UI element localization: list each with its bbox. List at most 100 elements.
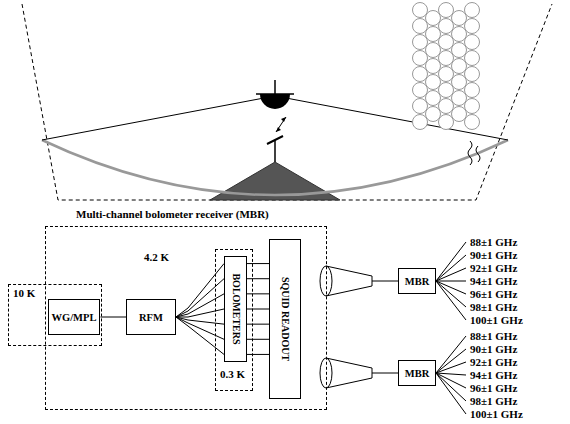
fan-line: [436, 373, 466, 414]
bolometer-box: BOLOMETERS: [224, 256, 247, 362]
secondary-mirror: [260, 94, 290, 109]
horn-circle: [452, 75, 467, 90]
primary-mirror: [42, 140, 508, 195]
horn-circle: [426, 43, 441, 58]
receiver-box: MBR: [398, 360, 436, 386]
horn-circle: [413, 67, 428, 82]
horn-circle: [465, 35, 480, 50]
cryo-stage-box: 10 K WG/MPL: [8, 284, 102, 346]
region-label: 10 K: [13, 287, 35, 300]
box-label: BOLOMETERS: [229, 273, 242, 344]
horn-circle: [465, 67, 480, 82]
mirror-post: [274, 140, 276, 162]
horn-circle: [439, 19, 454, 34]
feed-horn-array: [413, 3, 480, 130]
fan-line: [436, 281, 466, 320]
fan-line: [436, 349, 466, 373]
horn-circle: [413, 115, 428, 130]
box-label: WG/MPL: [52, 311, 97, 324]
box-label: SQUID READOUT: [279, 277, 292, 361]
horn-circle: [452, 27, 467, 42]
region-label: 0.3 K: [220, 368, 245, 381]
cryo-stage-box: 0.3 K BOLOMETERS: [215, 249, 253, 391]
fan-line: [436, 255, 466, 281]
horn-circle: [426, 107, 441, 122]
channel-frequency: 98±1 GHz: [470, 395, 517, 408]
box-label: MBR: [405, 367, 430, 380]
tilt-arrow: [276, 117, 286, 132]
channel-frequency: 94±1 GHz: [470, 369, 517, 382]
feed-wave: [468, 141, 480, 165]
horn-circle: [439, 83, 454, 98]
horn-circle: [439, 51, 454, 66]
fan-line: [436, 336, 466, 373]
horn-circle: [465, 115, 480, 130]
tertiary-mirror: [267, 136, 283, 144]
ray-line: [42, 98, 264, 140]
receiver-horn: [320, 358, 398, 388]
horn-circle: [413, 3, 428, 18]
horn-circle: [439, 115, 454, 130]
horn-circle: [439, 67, 454, 82]
signal-line: [176, 264, 224, 355]
horn-circle: [426, 75, 441, 90]
horn-circle: [426, 11, 441, 26]
channel-frequency: 98±1 GHz: [470, 301, 517, 314]
horn-circle: [413, 99, 428, 114]
horn-circle: [452, 43, 467, 58]
horn-circle: [465, 3, 480, 18]
secondary-support: [274, 80, 276, 94]
channel-frequency: 100±1 GHz: [470, 314, 523, 327]
signal-line: [247, 264, 269, 355]
horn-circle: [465, 99, 480, 114]
fan-line: [436, 281, 466, 307]
horn-circle: [452, 11, 467, 26]
channel-frequency: 88±1 GHz: [470, 330, 517, 343]
enclosure-outline: [22, 4, 552, 200]
filter-box: RFM: [126, 299, 176, 335]
channel-frequency: 94±1 GHz: [470, 275, 517, 288]
fan-line: [436, 242, 466, 281]
channel-frequency: 92±1 GHz: [470, 262, 517, 275]
horn-circle: [426, 27, 441, 42]
signal-line: [100, 317, 126, 318]
horn-circle: [465, 19, 480, 34]
horn-circle: [439, 35, 454, 50]
channel-frequency: 96±1 GHz: [470, 382, 517, 395]
fan-line: [436, 268, 466, 281]
fan-line: [436, 373, 466, 401]
horn-circle: [426, 59, 441, 74]
channel-frequency: 96±1 GHz: [470, 288, 517, 301]
waveguide-box: WG/MPL: [48, 299, 101, 335]
receiver-horn: [320, 266, 398, 296]
horn-circle: [465, 51, 480, 66]
channel-frequency: 92±1 GHz: [470, 356, 517, 369]
horn-circle: [426, 91, 441, 106]
tilt-arrow-heads: [276, 117, 286, 132]
channel-frequency: 88±1 GHz: [470, 236, 517, 249]
horn-circle: [452, 107, 467, 122]
fan-line: [436, 281, 466, 282]
channel-frequency: 100±1 GHz: [470, 408, 523, 421]
region-label: 4.2 K: [144, 251, 169, 264]
fan-line: [436, 362, 466, 373]
readout-box: SQUID READOUT: [269, 239, 301, 399]
box-label: MBR: [405, 275, 430, 288]
channel-fan-lines: [436, 242, 466, 414]
horn-circle: [413, 19, 428, 34]
receiver-box: MBR: [398, 268, 436, 294]
horn-circle: [439, 99, 454, 114]
horn-circle: [452, 91, 467, 106]
horn-circle: [439, 3, 454, 18]
horn-circle: [413, 51, 428, 66]
box-label: RFM: [139, 311, 163, 324]
horn-circle: [465, 83, 480, 98]
horn-circle: [452, 59, 467, 74]
ray-line: [286, 98, 508, 140]
fan-line: [436, 373, 466, 388]
channel-frequency: 90±1 GHz: [470, 343, 517, 356]
horn-circle: [413, 83, 428, 98]
channel-frequency: 90±1 GHz: [470, 249, 517, 262]
region-label: Multi-channel bolometer receiver (MBR): [76, 208, 269, 221]
